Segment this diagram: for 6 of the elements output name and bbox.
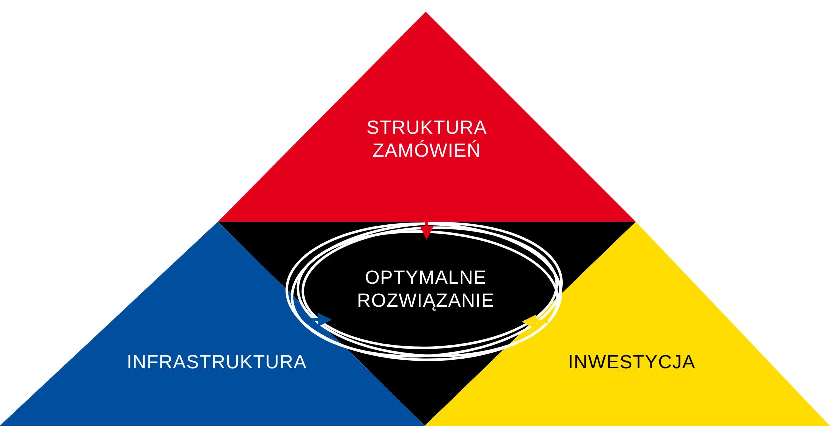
triangle-segment [218,12,636,222]
segment-label: OPTYMALNE ROZWIĄZANIE [356,267,496,313]
segment-label: INWESTYCJA [567,352,697,374]
segment-label: INFRASTRUKTURA [126,352,308,374]
segment-label: STRUKTURA ZAMÓWIEŃ [366,117,488,163]
arrow [522,315,548,329]
